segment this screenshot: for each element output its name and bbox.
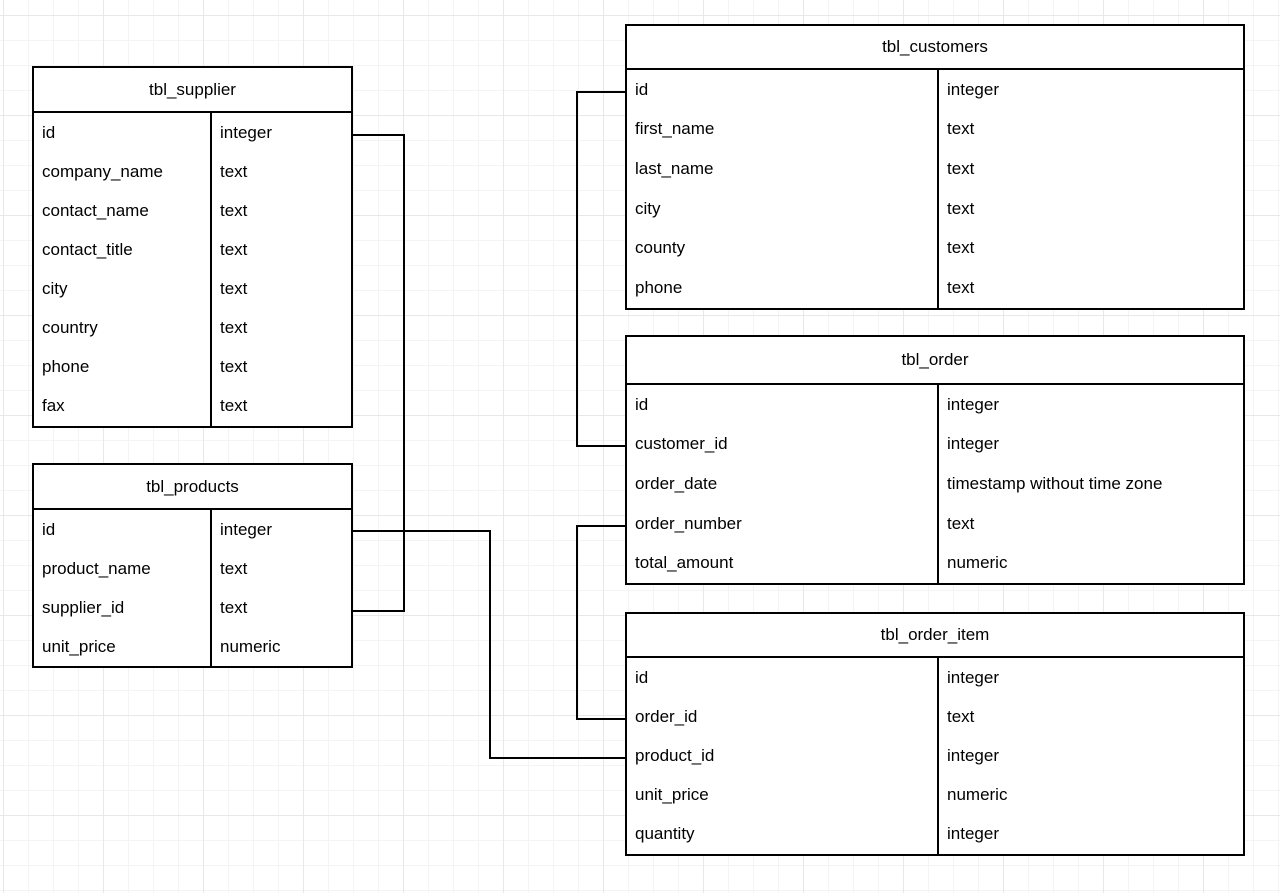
field-type: integer — [937, 70, 1243, 110]
field-row-customer_id[interactable]: customer_id integer — [627, 424, 1243, 465]
field-type: text — [210, 549, 351, 588]
field-row-country[interactable]: country text — [34, 308, 351, 348]
field-name: order_date — [635, 473, 718, 493]
connector-tbl_products.id--tbl_order_item.product_id[interactable] — [353, 530, 625, 759]
field-name: county — [635, 238, 686, 258]
field-name: order_number — [635, 513, 742, 533]
field-row-order_id[interactable]: order_id text — [627, 697, 1243, 737]
field-type: text — [937, 503, 1243, 544]
field-name: supplier_id — [42, 597, 125, 617]
field-row-id[interactable]: id integer — [627, 385, 1243, 425]
field-row-total_amount[interactable]: total_amount numeric — [627, 543, 1243, 583]
field-row-city[interactable]: city text — [34, 269, 351, 309]
field-name: company_name — [42, 161, 163, 181]
field-type: text — [210, 230, 351, 270]
table-title: tbl_order_item — [627, 614, 1243, 658]
field-name: unit_price — [635, 785, 709, 805]
field-name: phone — [635, 278, 683, 298]
field-name: contact_name — [42, 200, 149, 220]
field-row-unit_price[interactable]: unit_price numeric — [627, 775, 1243, 815]
field-type: text — [937, 149, 1243, 189]
field-name: id — [635, 394, 649, 414]
field-type: text — [210, 347, 351, 387]
field-type: integer — [937, 736, 1243, 776]
field-name: total_amount — [635, 553, 734, 573]
field-row-supplier_id[interactable]: supplier_id text — [34, 588, 351, 627]
field-name: id — [42, 519, 56, 539]
field-row-order_number[interactable]: order_number text — [627, 503, 1243, 544]
field-type: integer — [937, 424, 1243, 465]
field-type: numeric — [937, 543, 1243, 583]
field-name: id — [635, 667, 649, 687]
field-type: numeric — [210, 627, 351, 666]
connector-tbl_order.order_number--tbl_order_item.order_id[interactable] — [576, 525, 625, 720]
field-row-quantity[interactable]: quantity integer — [627, 814, 1243, 854]
field-row-last_name[interactable]: last_name text — [627, 149, 1243, 189]
field-type: text — [210, 588, 351, 627]
field-type: text — [937, 697, 1243, 737]
field-type: text — [937, 228, 1243, 269]
field-row-contact_name[interactable]: contact_name text — [34, 191, 351, 231]
field-row-first_name[interactable]: first_name text — [627, 109, 1243, 150]
field-row-id[interactable]: id integer — [34, 113, 351, 153]
table-title: tbl_customers — [627, 26, 1243, 70]
table-title: tbl_order — [627, 337, 1243, 385]
field-name: id — [42, 122, 56, 142]
field-type: text — [937, 188, 1243, 229]
field-name: product_id — [635, 745, 715, 765]
connector-tbl_customers.id--tbl_order.customer_id[interactable] — [576, 91, 625, 447]
field-name: quantity — [635, 824, 695, 844]
field-name: order_id — [635, 706, 698, 726]
field-row-fax[interactable]: fax text — [34, 386, 351, 426]
field-type: text — [210, 386, 351, 426]
field-type: numeric — [937, 775, 1243, 815]
field-name: product_name — [42, 558, 151, 578]
connector-tbl_supplier.id--tbl_products.supplier_id[interactable] — [353, 134, 405, 612]
field-type: integer — [937, 658, 1243, 698]
field-type: integer — [210, 510, 351, 549]
table-title: tbl_supplier — [34, 68, 351, 113]
field-type: text — [210, 152, 351, 192]
field-row-order_date[interactable]: order_date timestamp without time zone — [627, 464, 1243, 504]
field-name: first_name — [635, 119, 715, 139]
field-name: city — [42, 278, 68, 298]
field-row-phone[interactable]: phone text — [627, 268, 1243, 308]
field-name: last_name — [635, 159, 714, 179]
field-name: fax — [42, 396, 65, 416]
field-row-city[interactable]: city text — [627, 188, 1243, 229]
field-type: timestamp without time zone — [937, 464, 1243, 504]
field-row-id[interactable]: id integer — [34, 510, 351, 549]
field-type: text — [210, 269, 351, 309]
field-row-company_name[interactable]: company_name text — [34, 152, 351, 192]
field-name: city — [635, 198, 661, 218]
field-row-unit_price[interactable]: unit_price numeric — [34, 627, 351, 666]
field-name: phone — [42, 357, 90, 377]
field-name: customer_id — [635, 434, 728, 454]
field-row-contact_title[interactable]: contact_title text — [34, 230, 351, 270]
field-name: id — [635, 79, 649, 99]
table-title: tbl_products — [34, 465, 351, 510]
field-type: text — [210, 308, 351, 348]
field-row-county[interactable]: county text — [627, 228, 1243, 269]
field-row-product_id[interactable]: product_id integer — [627, 736, 1243, 776]
field-type: integer — [210, 113, 351, 153]
field-name: contact_title — [42, 239, 133, 259]
field-type: text — [937, 268, 1243, 308]
field-row-id[interactable]: id integer — [627, 658, 1243, 698]
field-row-id[interactable]: id integer — [627, 70, 1243, 110]
field-type: integer — [937, 814, 1243, 854]
field-name: unit_price — [42, 636, 116, 656]
field-row-product_name[interactable]: product_name text — [34, 549, 351, 588]
field-row-phone[interactable]: phone text — [34, 347, 351, 387]
field-name: country — [42, 318, 98, 338]
field-type: integer — [937, 385, 1243, 425]
field-type: text — [937, 109, 1243, 150]
field-type: text — [210, 191, 351, 231]
